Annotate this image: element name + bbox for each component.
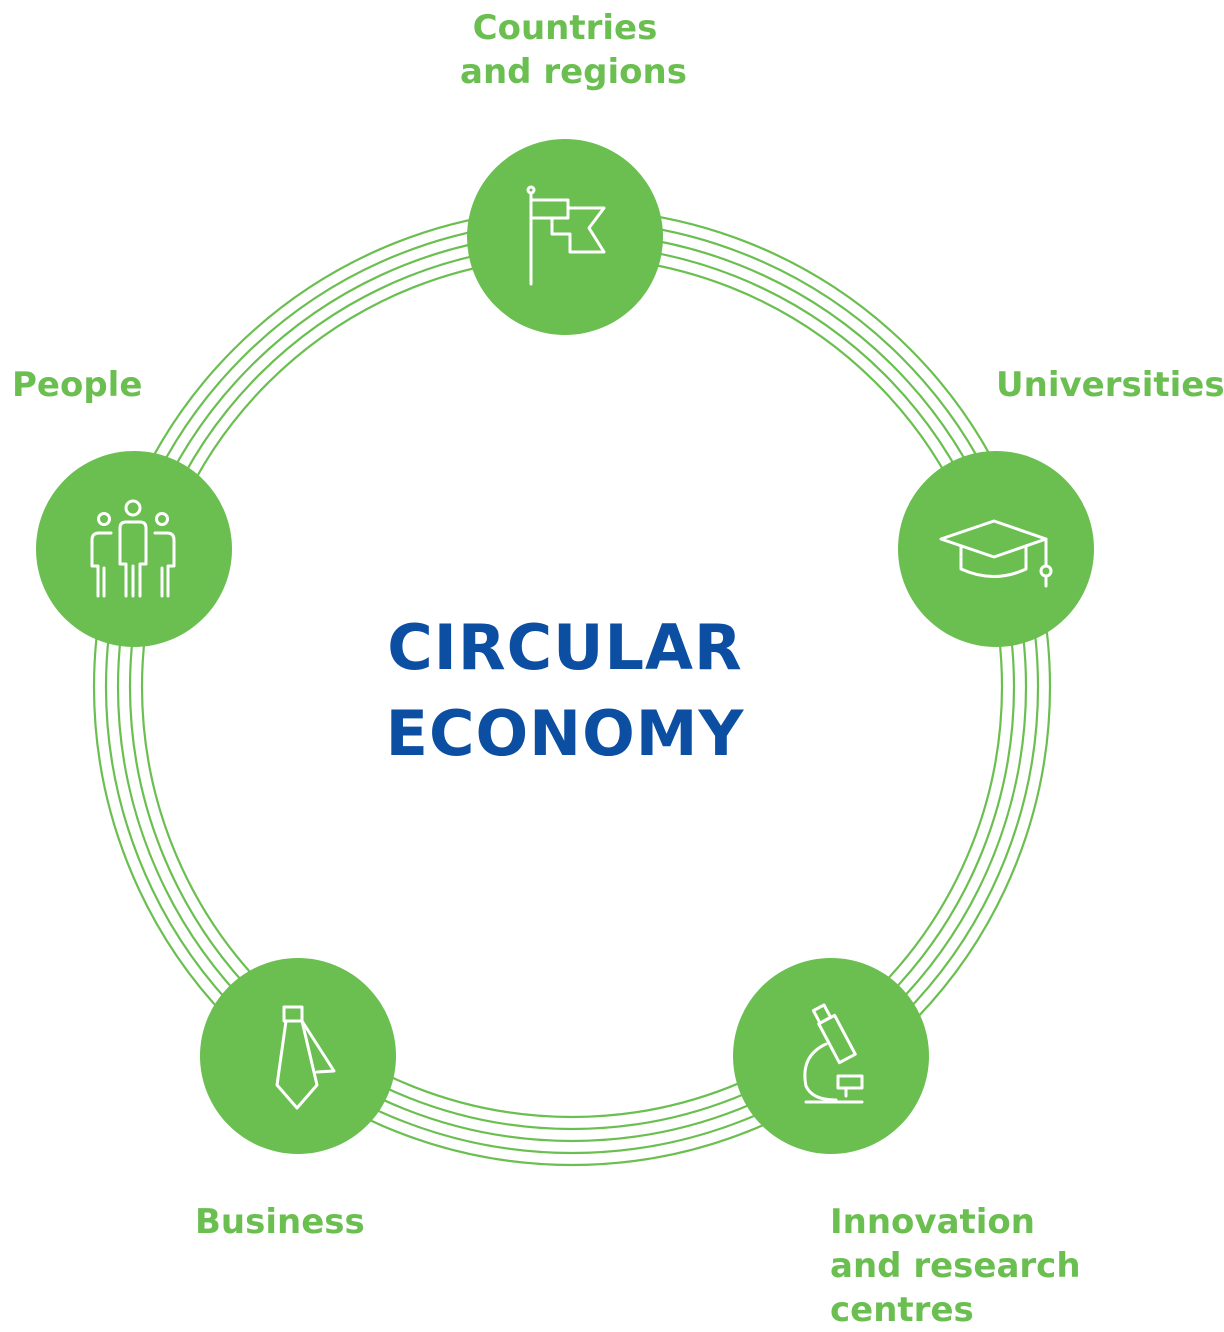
node-people [36, 451, 232, 647]
microscope-icon [803, 1003, 864, 1104]
node-business [200, 958, 396, 1154]
label-countries-line-1: Countries [472, 8, 658, 48]
people-icon [90, 499, 176, 598]
label-countries-line-2: and regions [460, 52, 687, 92]
necktie-icon [275, 1005, 336, 1110]
node-universities [898, 451, 1094, 647]
node-countries [467, 139, 663, 335]
label-people-line-1: People [12, 365, 143, 405]
label-universities-line-1: Universities [996, 365, 1224, 405]
label-people: People [12, 363, 142, 407]
center-title: CIRCULAR ECONOMY [340, 605, 790, 777]
node-innovation [733, 958, 929, 1154]
flag-icon [526, 185, 606, 286]
label-business: Business [195, 1200, 365, 1244]
center-title-line-1: CIRCULAR [387, 611, 743, 684]
label-innovation-line-1: Innovation [830, 1202, 1035, 1242]
node-innovation-circle [733, 958, 929, 1154]
label-innovation: Innovation and research centres [830, 1200, 1081, 1332]
node-people-circle [36, 451, 232, 647]
label-business-line-1: Business [195, 1202, 365, 1242]
graduation-cap-icon [939, 519, 1053, 588]
node-business-circle [200, 958, 396, 1154]
label-universities: Universities [996, 363, 1224, 407]
center-title-line-2: ECONOMY [385, 697, 745, 770]
label-innovation-line-3: centres [830, 1290, 974, 1330]
node-universities-circle [898, 451, 1094, 647]
label-countries: Countries and regions [460, 6, 687, 94]
label-innovation-line-2: and research [830, 1246, 1081, 1286]
node-countries-circle [467, 139, 663, 335]
